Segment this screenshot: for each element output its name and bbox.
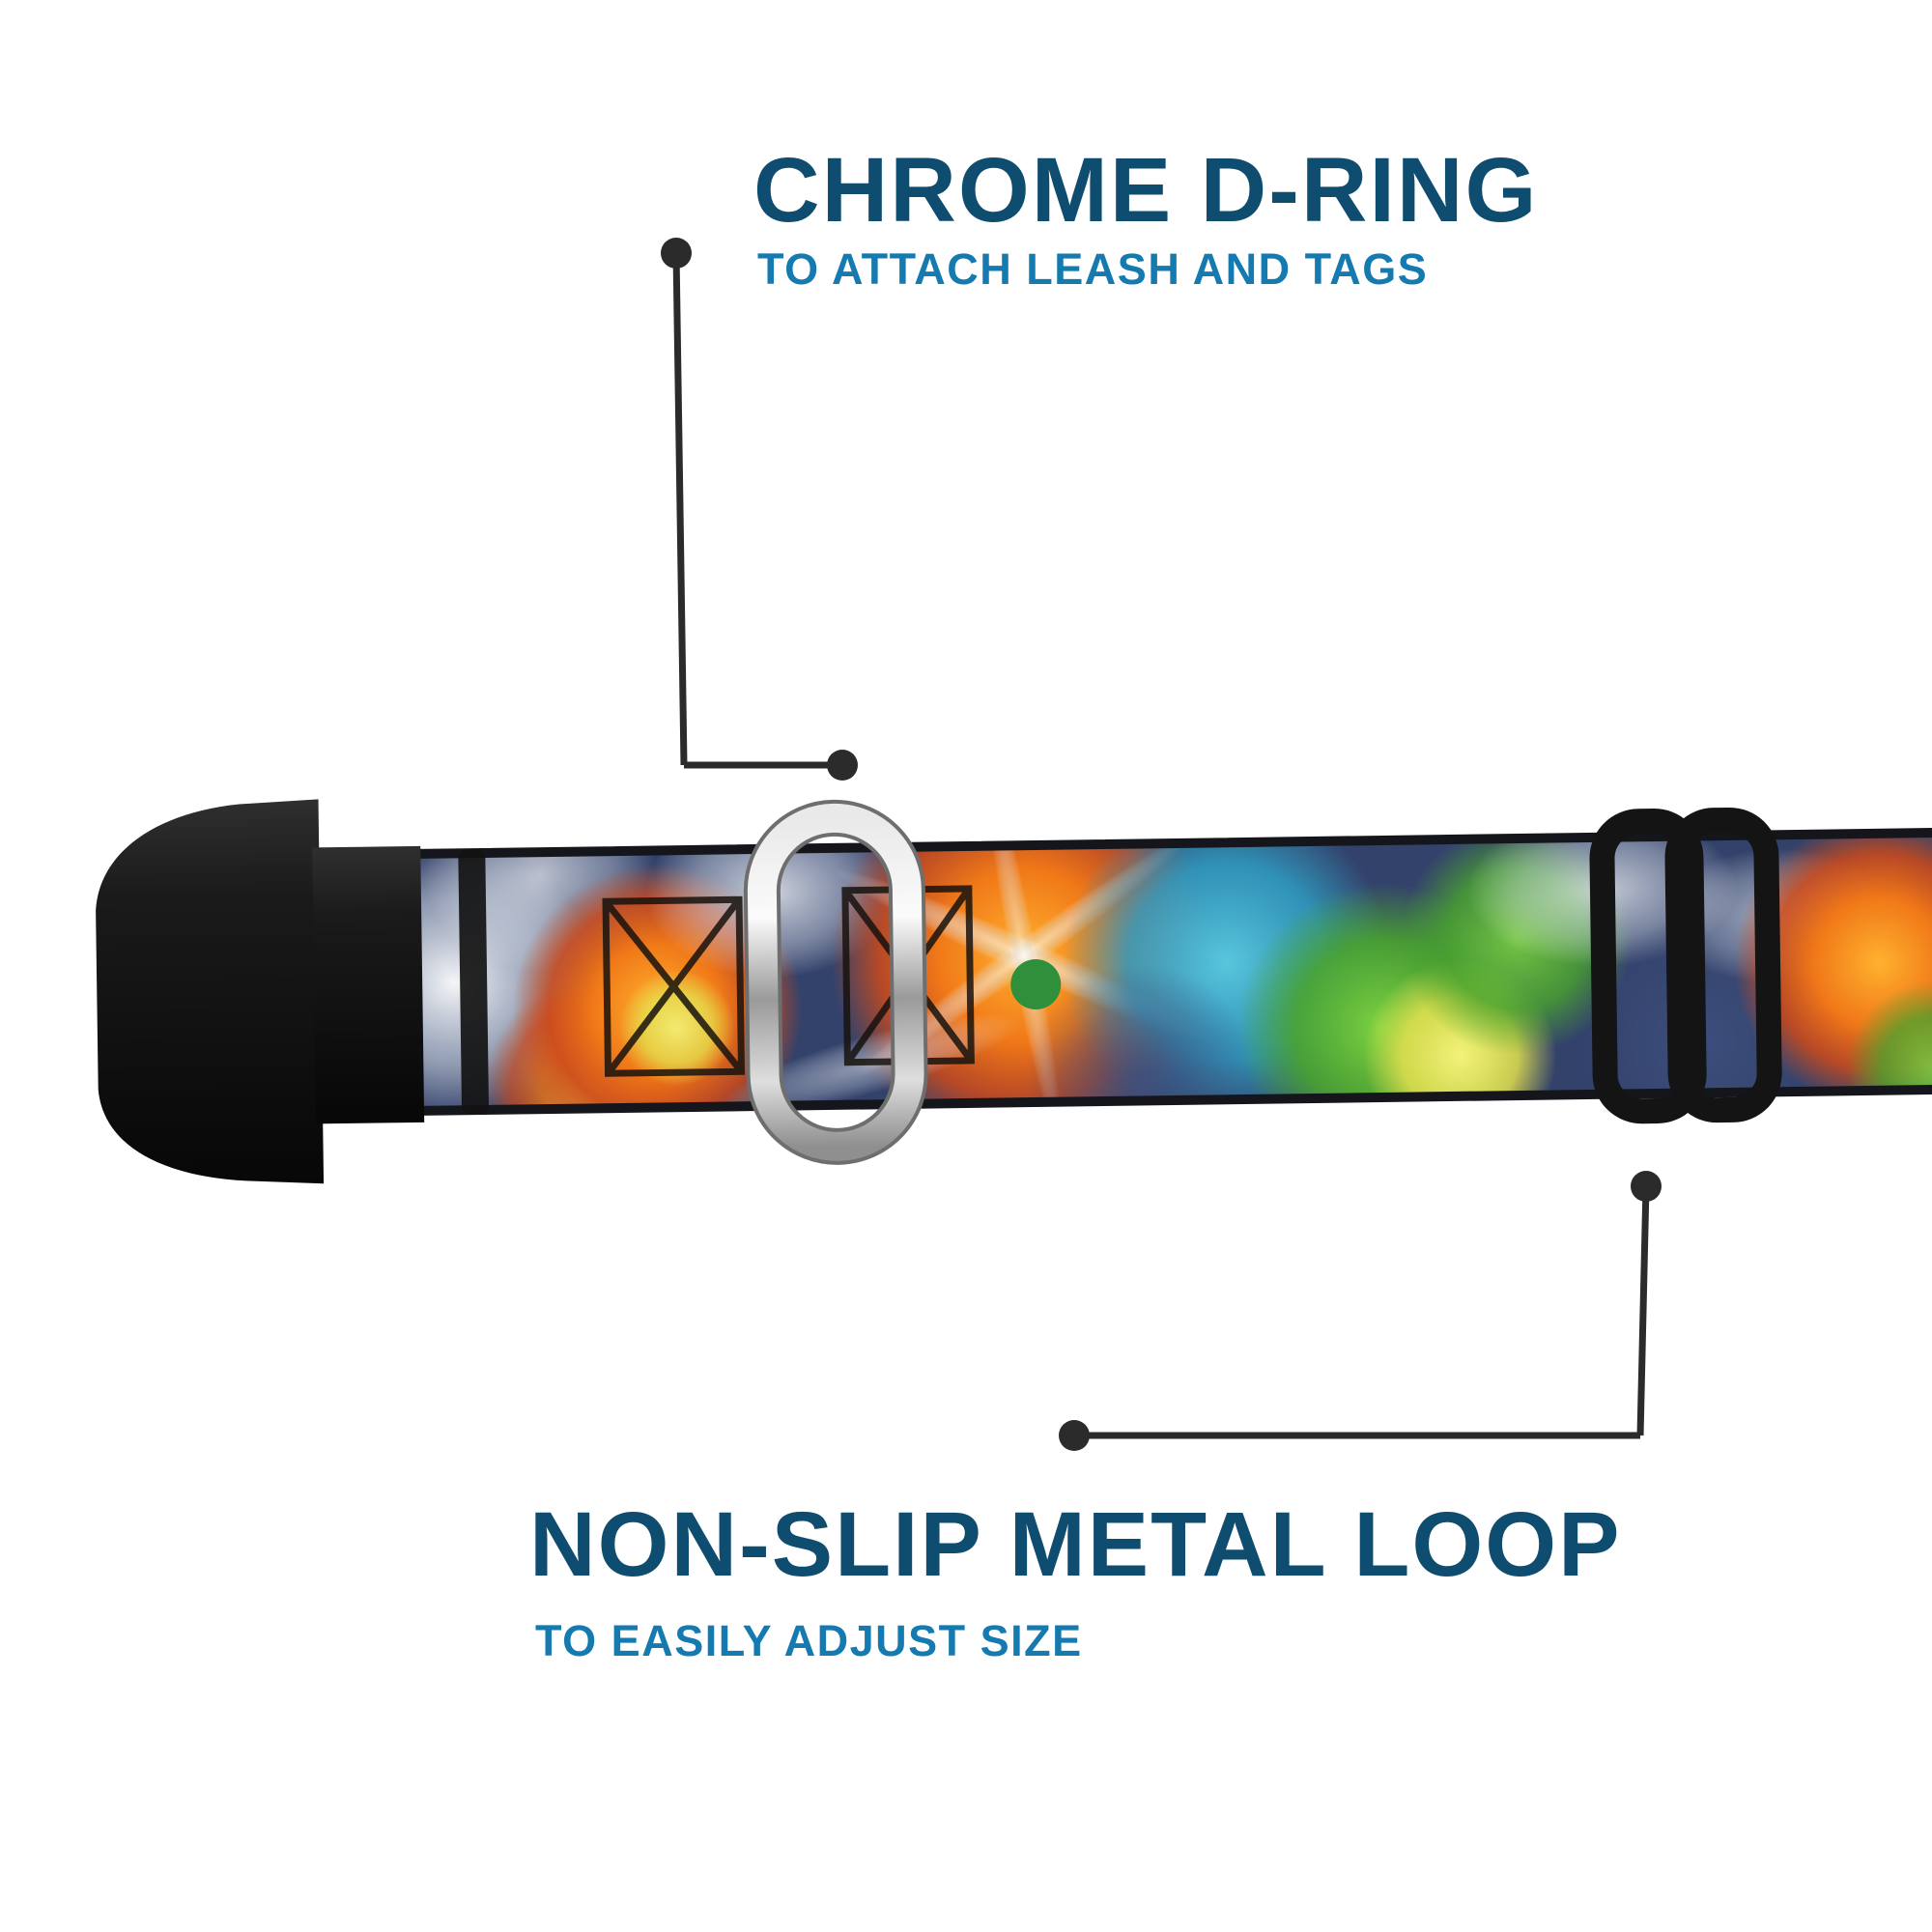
top-callout-dot-part — [827, 750, 858, 781]
top-callout-subtitle: TO ATTACH LEASH AND TAGS — [757, 244, 1429, 294]
bottom-callout-dot-text — [1059, 1420, 1090, 1451]
top-callout-dot-text — [661, 238, 692, 269]
collar — [96, 799, 1932, 1184]
bottom-callout-dot-part — [1631, 1171, 1662, 1202]
top-callout-line-vertical — [672, 252, 688, 766]
bottom-callout-title: NON-SLIP METAL LOOP — [529, 1493, 1622, 1596]
bottom-callout-subtitle: TO EASILY ADJUST SIZE — [535, 1616, 1083, 1665]
metal-slider-loop — [1589, 807, 1782, 1124]
top-callout-title: CHROME D-RING — [753, 139, 1539, 242]
callout-lines — [672, 252, 1650, 1439]
chrome-d-ring — [743, 799, 928, 1165]
bottom-callout-line-vertical — [1636, 1185, 1650, 1436]
plastic-buckle — [96, 799, 489, 1184]
callout-dots — [661, 238, 1662, 1451]
